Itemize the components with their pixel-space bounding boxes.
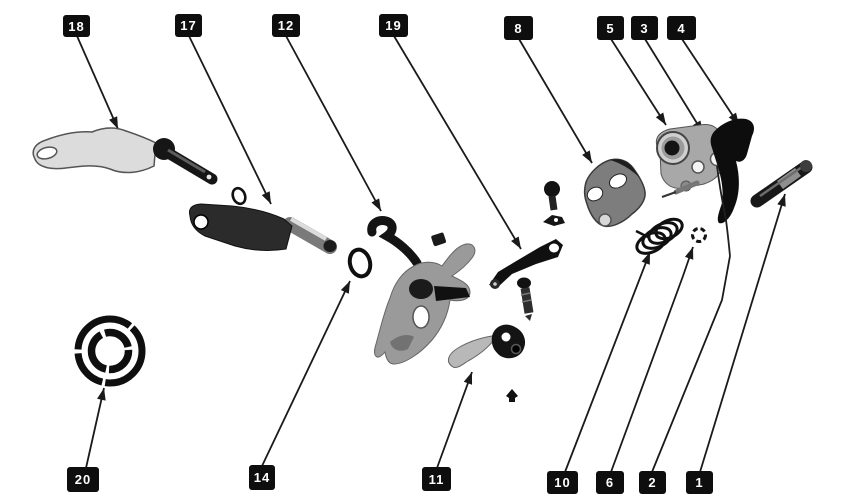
part-11-curved-link (447, 324, 526, 368)
callout-3-number: 3 (640, 20, 649, 36)
part-14-o-ring (347, 247, 373, 279)
part-4-trigger-body (710, 118, 754, 224)
callout-1: 1 (687, 472, 712, 493)
part-10-coil-spring (635, 217, 684, 255)
callout-3: 3 (632, 17, 657, 39)
callout-5-number: 5 (606, 20, 615, 36)
callout-4: 4 (668, 17, 695, 39)
leader-19 (393, 35, 522, 250)
callout-4-number: 4 (677, 20, 686, 36)
callout-2: 2 (640, 472, 665, 493)
part-12-s-hook (367, 216, 422, 268)
callout-12: 12 (273, 15, 299, 36)
leader-18 (76, 35, 119, 130)
leader-20-arrowhead (97, 388, 106, 401)
callout-8-number: 8 (514, 20, 523, 36)
vertical-screw (517, 277, 534, 321)
leader-14-arrowhead (340, 281, 350, 294)
leader-3 (644, 38, 704, 134)
leader-6-arrowhead (684, 247, 694, 260)
leader-lines-layer (76, 35, 786, 473)
callout-18-number: 18 (68, 18, 85, 34)
leader-10-arrowhead (641, 252, 650, 265)
callout-20: 20 (68, 468, 98, 491)
leader-8 (518, 38, 593, 164)
tiny-screw (506, 389, 518, 402)
leader-1 (699, 193, 786, 473)
small-clip (543, 215, 565, 226)
leader-19-arrowhead (511, 236, 521, 249)
callout-11-number: 11 (428, 471, 445, 487)
leader-11-arrowhead (463, 372, 473, 385)
callout-2-number: 2 (648, 475, 657, 490)
callout-17-number: 17 (180, 18, 197, 33)
callout-17: 17 (176, 15, 201, 36)
part-1-pivot-pin (750, 160, 813, 208)
callout-19-number: 19 (385, 18, 402, 33)
part-2-wire-spring (716, 165, 731, 257)
callout-5: 5 (598, 17, 623, 39)
part-19-pointer-blade (489, 239, 563, 289)
leader-4 (681, 38, 740, 126)
callout-12-number: 12 (277, 18, 295, 33)
small-screw-top (544, 181, 560, 211)
leader-2 (651, 255, 731, 473)
leader-12-arrowhead (371, 198, 381, 211)
callout-8: 8 (505, 17, 532, 39)
part-20-washer (74, 315, 146, 387)
leader-14 (261, 280, 351, 467)
leader-12 (285, 35, 382, 212)
callout-14: 14 (250, 466, 274, 489)
callout-10-number: 10 (554, 475, 571, 490)
leader-17-arrowhead (261, 191, 271, 204)
callout-1-number: 1 (695, 475, 704, 490)
part-8-bracket (583, 158, 646, 228)
part-18-lever-with-pin (32, 127, 218, 185)
leader-5-arrowhead (655, 112, 666, 125)
parts-layer (32, 118, 813, 402)
leader-20 (85, 387, 105, 469)
callout-18: 18 (64, 16, 89, 36)
leader-10 (564, 251, 651, 473)
callout-19: 19 (380, 15, 407, 36)
leader-1-arrowhead (777, 194, 786, 207)
callout-10: 10 (548, 472, 577, 493)
leader-18-arrowhead (109, 116, 118, 129)
callout-6: 6 (597, 472, 623, 493)
callout-6-number: 6 (605, 475, 615, 490)
part-6-snap-ring (691, 227, 707, 243)
leader-11 (436, 371, 473, 469)
sear-housing-casting (374, 232, 476, 365)
small-o-ring (231, 186, 247, 206)
callout-20-number: 20 (74, 472, 92, 487)
leader-6 (610, 246, 694, 473)
callout-14-number: 14 (253, 470, 271, 485)
part-5-3-pivot-plate (655, 124, 725, 198)
part-17-arm-with-cylinder-pin (189, 203, 337, 254)
leader-5 (610, 38, 667, 126)
callout-11: 11 (423, 468, 450, 490)
leader-8-arrowhead (582, 150, 592, 163)
leader-17 (188, 35, 272, 205)
